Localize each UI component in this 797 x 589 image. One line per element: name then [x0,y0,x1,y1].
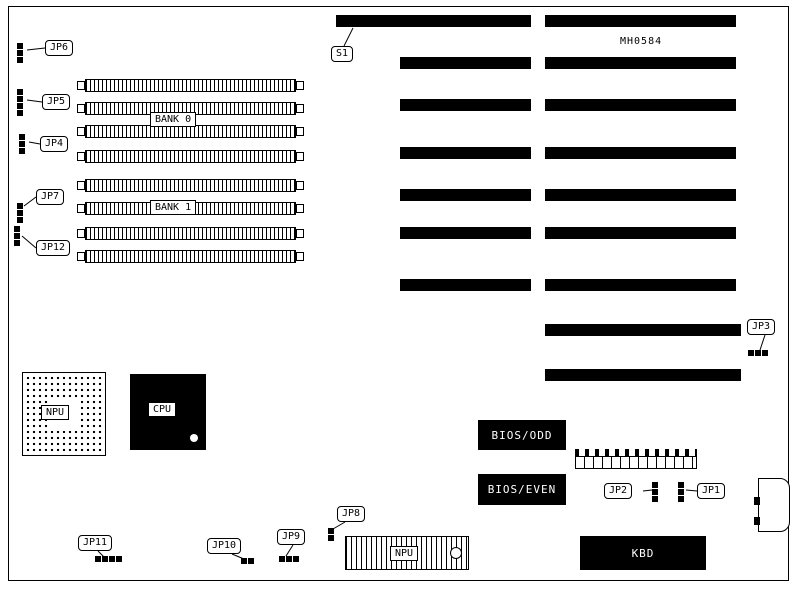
expansion-slot [545,227,736,239]
kbd-label: KBD [631,546,655,560]
header-connector-body [575,456,697,469]
simm-end-tab [296,229,304,238]
callout-jp5: JP5 [42,94,71,110]
expansion-slot [400,227,531,239]
simm-end-tab [296,252,304,261]
jumper-jp2 [652,482,658,502]
npu-dip-socket: NPU [345,536,469,570]
expansion-slot [400,57,531,69]
simm-end-tab [296,127,304,136]
bank0-label: BANK 0 [150,112,197,127]
jumper-jp9 [279,556,299,562]
cpu-pin1-marker [190,434,198,442]
callout-jp11: JP11 [78,535,113,551]
jumper-jp4 [19,134,25,154]
bank1-label: BANK 1 [150,200,197,215]
jumper-jp6 [17,43,23,63]
jumper-jp7 [17,203,23,223]
expansion-slot [545,189,736,201]
expansion-slot [400,279,531,291]
simm-end-tab [296,152,304,161]
expansion-slot [336,15,531,27]
jumper-jp12 [14,226,20,246]
header-connector [575,449,697,469]
callout-jp9: JP9 [277,529,306,545]
npu-dip-label: NPU [390,546,419,561]
jumper-jp10 [241,558,254,564]
simm-socket [77,125,304,138]
simm-end-tab [77,252,85,261]
simm-socket [77,150,304,163]
callout-jp6: JP6 [45,40,74,56]
npu-socket-label: NPU [41,405,70,420]
expansion-slot [545,279,736,291]
simm-end-tab [296,181,304,190]
callout-jp3: JP3 [747,319,776,335]
simm-end-tab [296,81,304,90]
expansion-slot [545,15,736,27]
simm-end-tab [296,104,304,113]
expansion-slot [400,189,531,201]
expansion-slot [400,147,531,159]
simm-end-tab [77,229,85,238]
part-number: MH0584 [620,36,663,47]
simm-end-tab [296,204,304,213]
simm-end-tab [77,152,85,161]
jumper-jp1 [678,482,684,502]
jumper-jp3 [748,350,768,356]
callout-jp1: JP1 [697,483,726,499]
expansion-slot [545,147,736,159]
callout-jp4: JP4 [40,136,69,152]
callout-jp12: JP12 [36,240,71,256]
callout-jp8: JP8 [337,506,366,522]
simm-end-tab [77,181,85,190]
bios-odd-chip: BIOS/ODD [478,420,566,450]
expansion-slot [545,369,741,381]
expansion-slot [545,99,736,111]
board-outline [8,6,789,581]
simm-socket [77,227,304,240]
keyboard-connector [754,478,790,532]
callout-jp10: JP10 [207,538,242,554]
dip-notch [450,547,462,559]
callout-s1: S1 [331,46,354,62]
kbd-chip: KBD [580,536,706,570]
simm-socket [77,79,304,92]
expansion-slot [545,57,736,69]
npu-socket: NPU [22,372,106,456]
simm-end-tab [77,104,85,113]
expansion-slot [400,99,531,111]
cpu-label: CPU [148,402,177,417]
jumper-jp5 [17,89,23,116]
jumper-jp8 [328,528,334,541]
cpu-chip: CPU [130,374,206,450]
simm-end-tab [77,81,85,90]
header-connector-pins [575,449,697,456]
callout-jp7: JP7 [36,189,65,205]
expansion-slot [545,324,741,336]
bios-odd-label: BIOS/ODD [491,428,553,442]
simm-end-tab [77,204,85,213]
bios-even-chip: BIOS/EVEN [478,474,566,505]
keyboard-connector-nub [754,517,760,525]
keyboard-connector-nub [754,497,760,505]
jumper-jp11 [95,556,122,562]
simm-end-tab [77,127,85,136]
callout-jp2: JP2 [604,483,633,499]
simm-socket [77,250,304,263]
bios-even-label: BIOS/EVEN [487,483,557,496]
simm-socket [77,179,304,192]
